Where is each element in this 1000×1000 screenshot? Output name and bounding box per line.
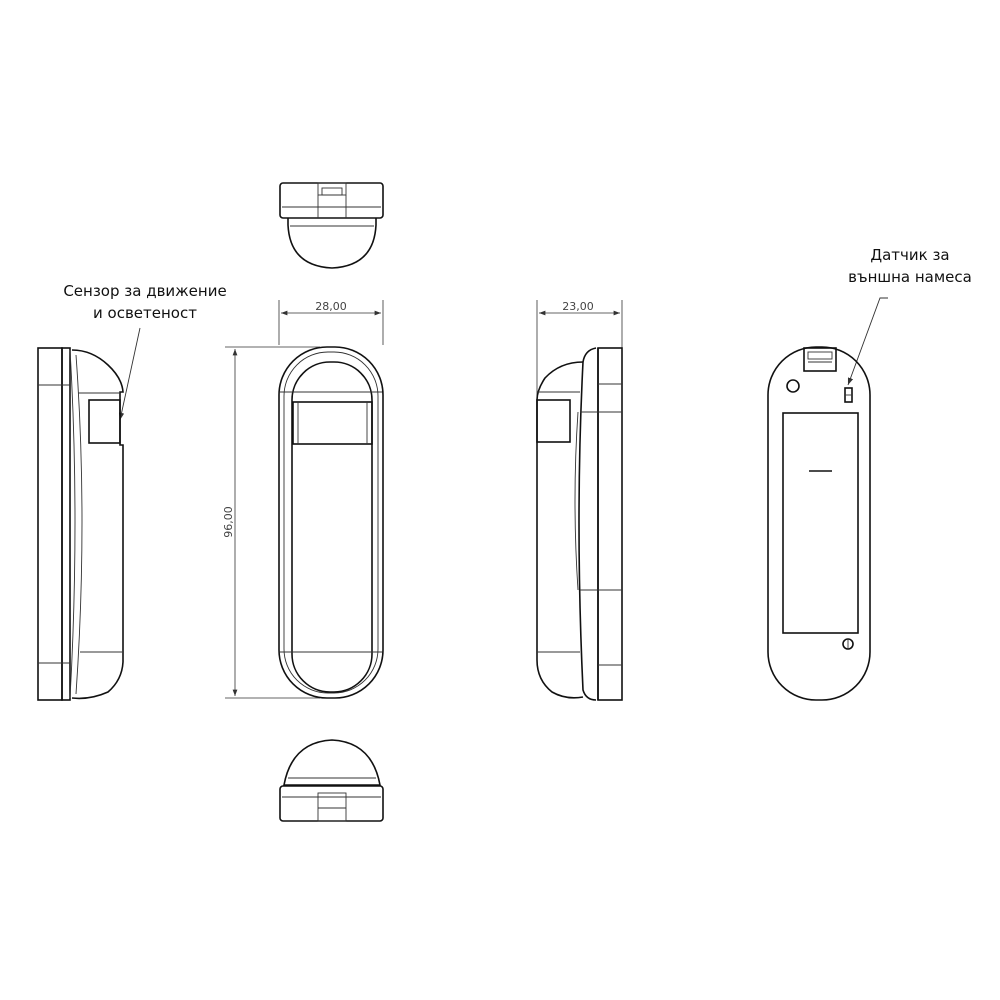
tamper-sensor-label-line2: външна намеса [848,268,972,286]
front-view [278,346,384,699]
front-width-dimension: 28,00 [315,300,347,313]
front-height-dimension: 96,00 [222,506,235,538]
mounting-hole [786,379,800,393]
back-view [767,346,871,701]
side-dimensions: 23,00 [536,300,623,400]
top-view [279,182,384,269]
motion-sensor-label-line2: и осветеност [93,304,197,322]
battery-compartment [782,412,859,634]
motion-sensor-label: Сензор за движение и осветеност [45,280,245,324]
front-dimensions: 28,00 96,00 [222,300,384,699]
bottom-view [279,739,384,822]
tamper-sensor-label: Датчик за външна намеса [830,244,990,288]
tamper-sensor-leader [847,297,888,386]
motion-sensor-label-line1: Сензор за движение [63,282,227,300]
motion-sensor-leader [118,327,141,421]
right-side-view [536,347,623,701]
left-side-view [37,347,124,701]
tamper-sensor-label-line1: Датчик за [870,246,950,264]
side-depth-dimension: 23,00 [562,300,594,313]
